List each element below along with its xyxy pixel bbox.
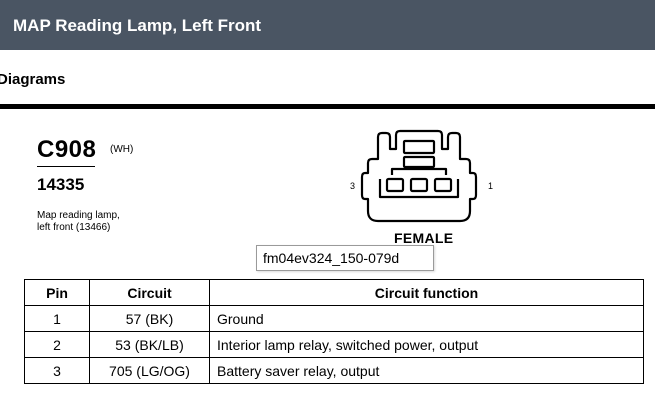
cell-pin: 1 [24, 305, 90, 332]
section-divider [0, 104, 655, 109]
table-row: 1 57 (BK) Ground [24, 305, 644, 332]
pin-table: Pin Circuit Circuit function 1 57 (BK) G… [24, 279, 644, 384]
column-header-circuit-function: Circuit function [209, 279, 644, 306]
page-title: MAP Reading Lamp, Left Front [13, 16, 262, 35]
column-header-pin: Pin [24, 279, 90, 306]
page-header: MAP Reading Lamp, Left Front [0, 0, 655, 50]
connector-part-number: 14335 [37, 175, 85, 194]
pin-3-label: 3 [350, 181, 356, 191]
connector-description-line: Map reading lamp, [37, 210, 120, 221]
cell-circuit: 57 (BK) [89, 305, 210, 332]
connector-description-line: left front (13466) [37, 222, 111, 233]
image-tooltip: fm04ev324_150-079d [256, 245, 434, 271]
connector-id-underline [37, 166, 95, 167]
connector-color: (WH) [110, 144, 134, 155]
cell-pin: 2 [24, 331, 90, 358]
cell-circuit: 705 (LG/OG) [89, 357, 210, 384]
cell-circuit: 53 (BK/LB) [89, 331, 210, 358]
connector-gender-label: FEMALE [394, 230, 454, 246]
connector-id: C908 [37, 136, 97, 163]
section-heading: Diagrams [0, 71, 66, 88]
table-row: 2 53 (BK/LB) Interior lamp relay, switch… [24, 331, 644, 358]
pin-1-label: 1 [488, 181, 494, 191]
cell-circuit-function: Battery saver relay, output [209, 357, 644, 384]
column-header-circuit: Circuit [89, 279, 210, 306]
cell-circuit-function: Interior lamp relay, switched power, out… [209, 331, 644, 358]
table-header-row: Pin Circuit Circuit function [24, 279, 644, 306]
cell-circuit-function: Ground [209, 305, 644, 332]
connector-face-diagram [360, 129, 478, 223]
cell-pin: 3 [24, 357, 90, 384]
connector-description: Map reading lamp, left front (13466) [37, 210, 167, 234]
table-row: 3 705 (LG/OG) Battery saver relay, outpu… [24, 357, 644, 384]
